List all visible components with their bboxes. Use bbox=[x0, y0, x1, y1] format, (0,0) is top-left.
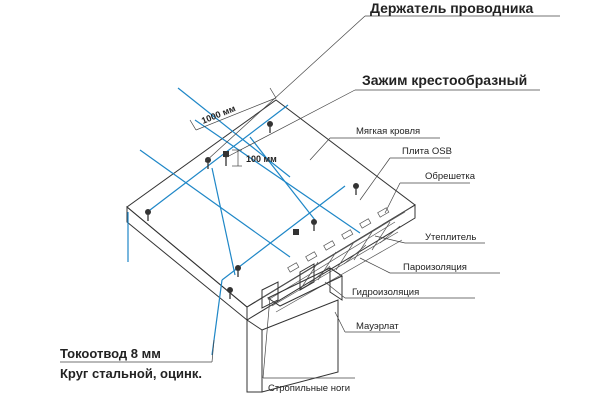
conductor-holder bbox=[311, 219, 317, 231]
grid-wire bbox=[211, 167, 236, 276]
conductor-holder bbox=[235, 265, 241, 277]
cross-clamp-label: Зажим крестообразный bbox=[362, 72, 527, 88]
grid-wire bbox=[221, 185, 346, 281]
conductor-holder bbox=[145, 209, 151, 221]
conductor-holder-label: Держатель проводника bbox=[370, 0, 534, 16]
leader-lines bbox=[60, 15, 560, 379]
grid-wire bbox=[194, 119, 361, 234]
lightning-grid bbox=[127, 87, 361, 356]
soft-roof-label: Мягкая кровля bbox=[356, 126, 420, 137]
cross-clamp bbox=[223, 151, 229, 166]
rafter-legs-label: Стропильные ноги bbox=[268, 383, 350, 394]
grid-wire bbox=[139, 149, 291, 258]
dimension-holder-height: 100 мм bbox=[232, 149, 277, 167]
conductor-holder bbox=[353, 183, 359, 195]
vapor-barrier-label: Пароизоляция bbox=[403, 262, 467, 273]
holder-height-label: 100 мм bbox=[246, 154, 277, 164]
wall-left bbox=[246, 319, 263, 393]
rafter-leg bbox=[261, 281, 279, 309]
wall-front bbox=[261, 299, 339, 393]
down-conductor-label-line1: Токоотвод 8 мм bbox=[60, 346, 161, 361]
grid-wire bbox=[177, 87, 291, 178]
cross-clamp bbox=[293, 229, 299, 235]
grid-wire bbox=[249, 136, 316, 221]
grid-wire bbox=[149, 104, 289, 211]
insulation-label: Утеплитель bbox=[425, 232, 476, 243]
conductor-holders bbox=[145, 121, 359, 299]
roof-front-edge bbox=[126, 205, 248, 322]
insulation-cells bbox=[299, 221, 401, 291]
lathing-slats bbox=[287, 207, 390, 273]
osb-plate-label: Плита OSB bbox=[402, 146, 452, 157]
waterproofing-label: Гидроизоляция bbox=[352, 287, 419, 298]
roof-structure bbox=[126, 99, 416, 393]
grid-spacing-label: 1000 мм bbox=[200, 103, 237, 126]
conductor-holder bbox=[227, 287, 233, 299]
conductor-holder bbox=[205, 157, 211, 169]
down-conductor-label-line2: Круг стальной, оцинк. bbox=[60, 366, 202, 381]
mauerlat-label: Мауэрлат bbox=[356, 321, 399, 332]
conductor-holder bbox=[267, 121, 273, 133]
lathing-label: Обрешетка bbox=[425, 171, 476, 182]
